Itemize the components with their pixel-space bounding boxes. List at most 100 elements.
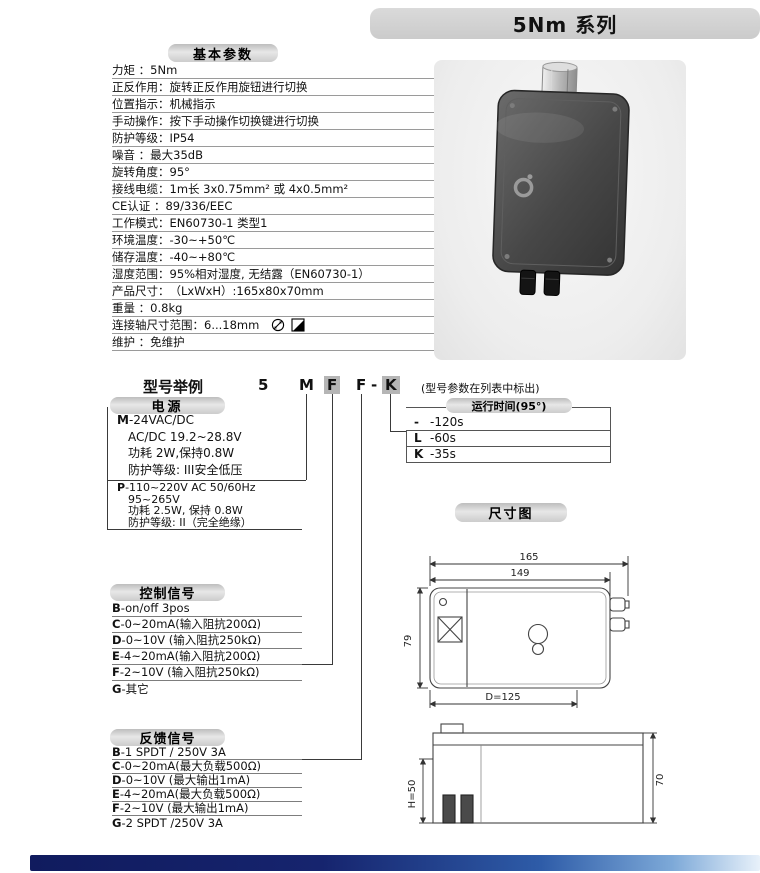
spec-label: 储存温度：	[112, 250, 170, 264]
series-title: 5Nm 系列	[512, 13, 618, 37]
spec-label: 维护 ：	[112, 335, 151, 349]
power-p-line: 功耗 2.5W, 保持 0.8W	[128, 504, 243, 517]
power-title: 电源	[151, 400, 184, 415]
spec-row-shaft-range: 连接轴尺寸范围： 6...18mm	[112, 317, 434, 334]
spec-value: 89/336/EEC	[165, 199, 233, 213]
feedback-option: G-2 SPDT /250V 3A	[112, 815, 223, 830]
spec-row-ambient-temp: 环境温度：-30~+50℃	[112, 232, 434, 249]
dim-bottom-d: D=125	[485, 692, 520, 703]
spec-label: 重量 ：	[112, 301, 151, 315]
power-header: 电源	[110, 397, 225, 415]
spec-value: 1m长 3x0.75mm² 或 4x0.5mm²	[169, 182, 349, 196]
round-shaft-icon	[272, 318, 285, 332]
spec-label: 环境温度：	[112, 233, 170, 247]
spec-row-protection: 防护等级：IP54	[112, 130, 434, 147]
dim-overall-width: 165	[519, 552, 538, 563]
power-box-bottom-border	[107, 529, 302, 530]
control-option: B-on/off 3pos	[112, 601, 302, 617]
spec-value: 95°	[169, 165, 190, 179]
model-code-letter-highlighted: K	[382, 376, 400, 394]
spec-value: 5Nm	[150, 63, 178, 77]
spec-label: 防护等级：	[112, 131, 170, 145]
power-option-p: P-110~220V AC 50/60Hz 95~265V 功耗 2.5W, 保…	[117, 482, 256, 528]
spec-row-manual-operation: 手动操作：按下手动操作切换键进行切换	[112, 113, 434, 130]
cable-gland	[519, 269, 537, 296]
connector-line-f1	[302, 664, 333, 665]
brand-logo-mark	[513, 177, 534, 198]
model-code-letter: F	[356, 376, 367, 394]
runtime-option: --120s	[406, 415, 610, 431]
power-box-divider	[107, 480, 306, 481]
model-example-label: 型号举例	[143, 378, 204, 396]
spec-value: IP54	[169, 131, 195, 145]
spec-value: 免维护	[150, 335, 185, 349]
model-code-letter-highlighted: F	[324, 376, 341, 394]
feedback-signal-title: 反馈信号	[139, 732, 196, 747]
model-code-letter: M	[299, 376, 314, 394]
spec-value: 0.8kg	[150, 301, 183, 315]
runtime-option: L-60s	[406, 431, 610, 447]
control-option: F-2~10V (输入阻抗250kΩ)	[112, 665, 302, 681]
power-m-line: AC/DC 19.2~28.8V	[128, 429, 242, 444]
runtime-option: K-35s	[406, 447, 610, 463]
spec-value: -30~+50℃	[169, 233, 236, 247]
connector-line-m	[306, 394, 307, 480]
basic-params-table: 力矩 ：5Nm 正反作用：旋转正反作用旋钮进行切换 位置指示：机械指示 手动操作…	[112, 62, 434, 351]
runtime-box-top-border	[406, 407, 446, 408]
feedback-option: E-4~20mA(最大负载500Ω)	[112, 787, 302, 802]
spec-label: 手动操作：	[112, 114, 170, 128]
control-option: D-0~10V (输入阻抗250kΩ)	[112, 633, 302, 649]
gland-stub	[609, 617, 626, 632]
spec-row-storage-temp: 储存温度：-40~+80℃	[112, 249, 434, 266]
dim-inner-width: 149	[510, 568, 529, 579]
spec-label: 旋转角度：	[112, 165, 170, 179]
spec-label: 接线电缆：	[112, 182, 170, 196]
feedback-option: B-1 SPDT / 250V 3A	[112, 745, 302, 760]
spec-value: （LxWxH）:165x80x70mm	[169, 284, 324, 298]
runtime-title: 运行时间(95°)	[471, 399, 547, 413]
spec-row-cable: 接线电缆：1m长 3x0.75mm² 或 4x0.5mm²	[112, 181, 434, 198]
control-signal-header: 控制信号	[110, 584, 225, 602]
spec-row-mode: 工作模式：EN60730-1 类型1	[112, 215, 434, 232]
side-view	[432, 723, 644, 824]
shaft-type-icons	[271, 318, 305, 332]
control-signal-options: B-on/off 3pos C-0~20mA(输入阻抗200Ω) D-0~10V…	[112, 601, 302, 697]
feedback-option: D-0~10V (最大输出1mA)	[112, 773, 302, 788]
spec-row-rotation-angle: 旋转角度：95°	[112, 164, 434, 181]
control-option: C-0~20mA(输入阻抗200Ω)	[112, 617, 302, 633]
spec-row-noise: 噪音 ：最大35dB	[112, 147, 434, 164]
manual-override-symbol	[437, 616, 463, 643]
actuator-illustration	[492, 61, 630, 296]
spec-value: 6...18mm	[204, 318, 260, 332]
power-p-line: 防护等级: II（完全绝缘）	[128, 515, 252, 529]
power-p-title: P-110~220V AC 50/60Hz	[117, 481, 256, 494]
connector-line-f2	[302, 759, 362, 760]
dimension-title: 尺寸图	[488, 507, 534, 522]
spec-label: 连接轴尺寸范围：	[112, 318, 204, 332]
power-p-line: 95~265V	[128, 492, 180, 506]
feedback-signal-header: 反馈信号	[110, 729, 225, 747]
connector-line-f1	[332, 394, 333, 665]
connector-line-f2	[361, 394, 362, 760]
connector-line-k	[390, 431, 406, 432]
footer-color-bar	[30, 855, 760, 871]
spec-label: 力矩 ：	[112, 63, 151, 77]
power-m-title: M-24VAC/DC	[117, 413, 195, 427]
spec-row-torque: 力矩 ：5Nm	[112, 62, 434, 79]
cable-gland-side	[442, 794, 456, 824]
runtime-box-left-border	[406, 431, 407, 463]
spec-label: 正反作用：	[112, 80, 170, 94]
spec-value: -40~+80℃	[169, 250, 236, 264]
power-box-left-border	[107, 407, 108, 529]
spec-label: 产品尺寸：	[112, 284, 170, 298]
gland-stub	[609, 597, 626, 612]
spec-value: 旋转正反作用旋钮进行切换	[169, 80, 308, 94]
feedback-option: F-2~10V (最大输出1mA)	[112, 801, 302, 816]
power-m-line: 功耗 2W,保持0.8W	[128, 446, 235, 460]
spec-row-ce: CE认证 ：89/336/EEC	[112, 198, 434, 215]
dim-h-right: 70	[655, 774, 666, 787]
cable-gland-side	[460, 794, 474, 824]
series-banner: 5Nm 系列	[370, 8, 760, 39]
shaft-symbol	[527, 623, 549, 645]
